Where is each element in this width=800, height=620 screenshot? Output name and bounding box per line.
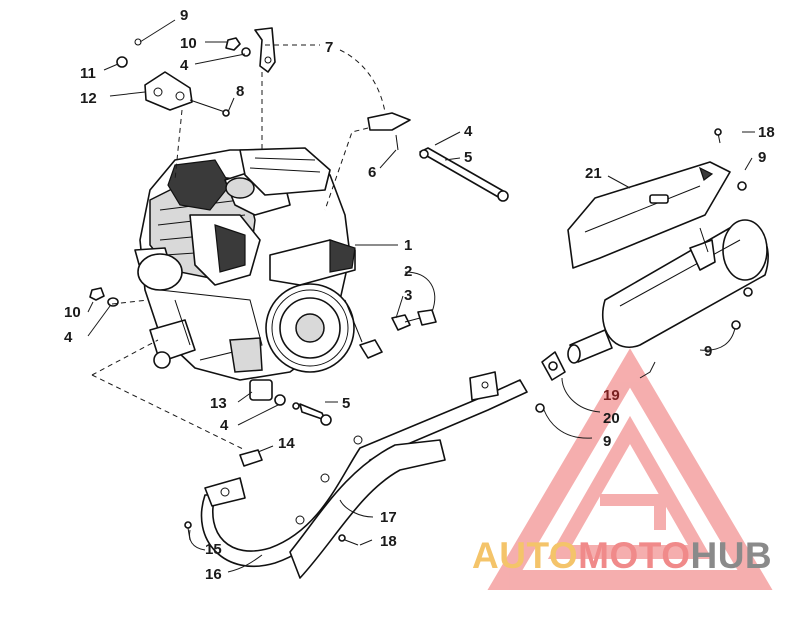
engine-assembly — [134, 147, 356, 381]
engine-mount-bracket-assembly — [116, 27, 509, 202]
callout-20: 20 — [603, 410, 620, 427]
callout-7: 7 — [325, 39, 333, 56]
callout-4-top: 4 — [180, 57, 189, 74]
callout-14: 14 — [278, 435, 295, 452]
left-mount-hardware — [89, 287, 119, 307]
muffler — [567, 219, 769, 364]
callout-1: 1 — [404, 237, 412, 254]
callout-13: 13 — [210, 395, 227, 412]
callout-2: 2 — [404, 263, 412, 280]
callout-21: 21 — [585, 165, 602, 182]
callout-3: 3 — [404, 287, 412, 304]
callout-18-lower: 18 — [380, 533, 397, 550]
svg-text:AUTOMOTOHUB: AUTOMOTOHUB — [472, 535, 772, 576]
callout-8: 8 — [236, 83, 244, 100]
watermark-logo — [487, 348, 773, 590]
callout-5-top: 5 — [464, 149, 472, 166]
watermark-triangle — [487, 348, 773, 590]
callout-9-lower: 9 — [603, 433, 611, 450]
callout-10-left: 10 — [64, 304, 81, 321]
callout-9-shield: 9 — [758, 149, 766, 166]
exhaust-pipe-heat-shield — [289, 435, 446, 579]
callout-19: 19 — [603, 387, 620, 404]
watermark-auto: AUTO — [472, 535, 578, 576]
callout-5-lower: 5 — [342, 395, 350, 412]
callout-numbers: 9 10 4 11 12 8 7 4 5 6 18 9 21 1 2 3 10 … — [64, 7, 775, 583]
watermark-wordmark: AUTOMOTOHUB — [472, 535, 772, 576]
callout-6: 6 — [368, 164, 376, 181]
exhaust-gasket — [535, 351, 566, 413]
leader-lines — [87, 19, 755, 573]
watermark-moto: MOTO — [578, 535, 690, 576]
callout-18-top: 18 — [758, 124, 775, 141]
callout-11: 11 — [80, 65, 96, 82]
callout-4-right: 4 — [464, 123, 473, 140]
callout-4-lower: 4 — [220, 417, 229, 434]
callout-16: 16 — [205, 566, 222, 583]
muffler-heat-shield — [567, 128, 747, 269]
callout-17: 17 — [380, 509, 397, 526]
callout-10-top: 10 — [180, 35, 197, 52]
watermark-inner-triangle — [547, 415, 713, 559]
lower-mount-hardware — [249, 379, 332, 426]
callout-12: 12 — [80, 90, 97, 107]
callout-15: 15 — [205, 541, 222, 558]
callout-9-muffler: 9 — [704, 343, 712, 360]
callout-4-left: 4 — [64, 329, 73, 346]
exhaust-pipe — [184, 371, 528, 568]
callout-9-top: 9 — [180, 7, 188, 24]
watermark-hub: HUB — [690, 535, 772, 576]
sensor-connector-parts — [344, 299, 437, 359]
